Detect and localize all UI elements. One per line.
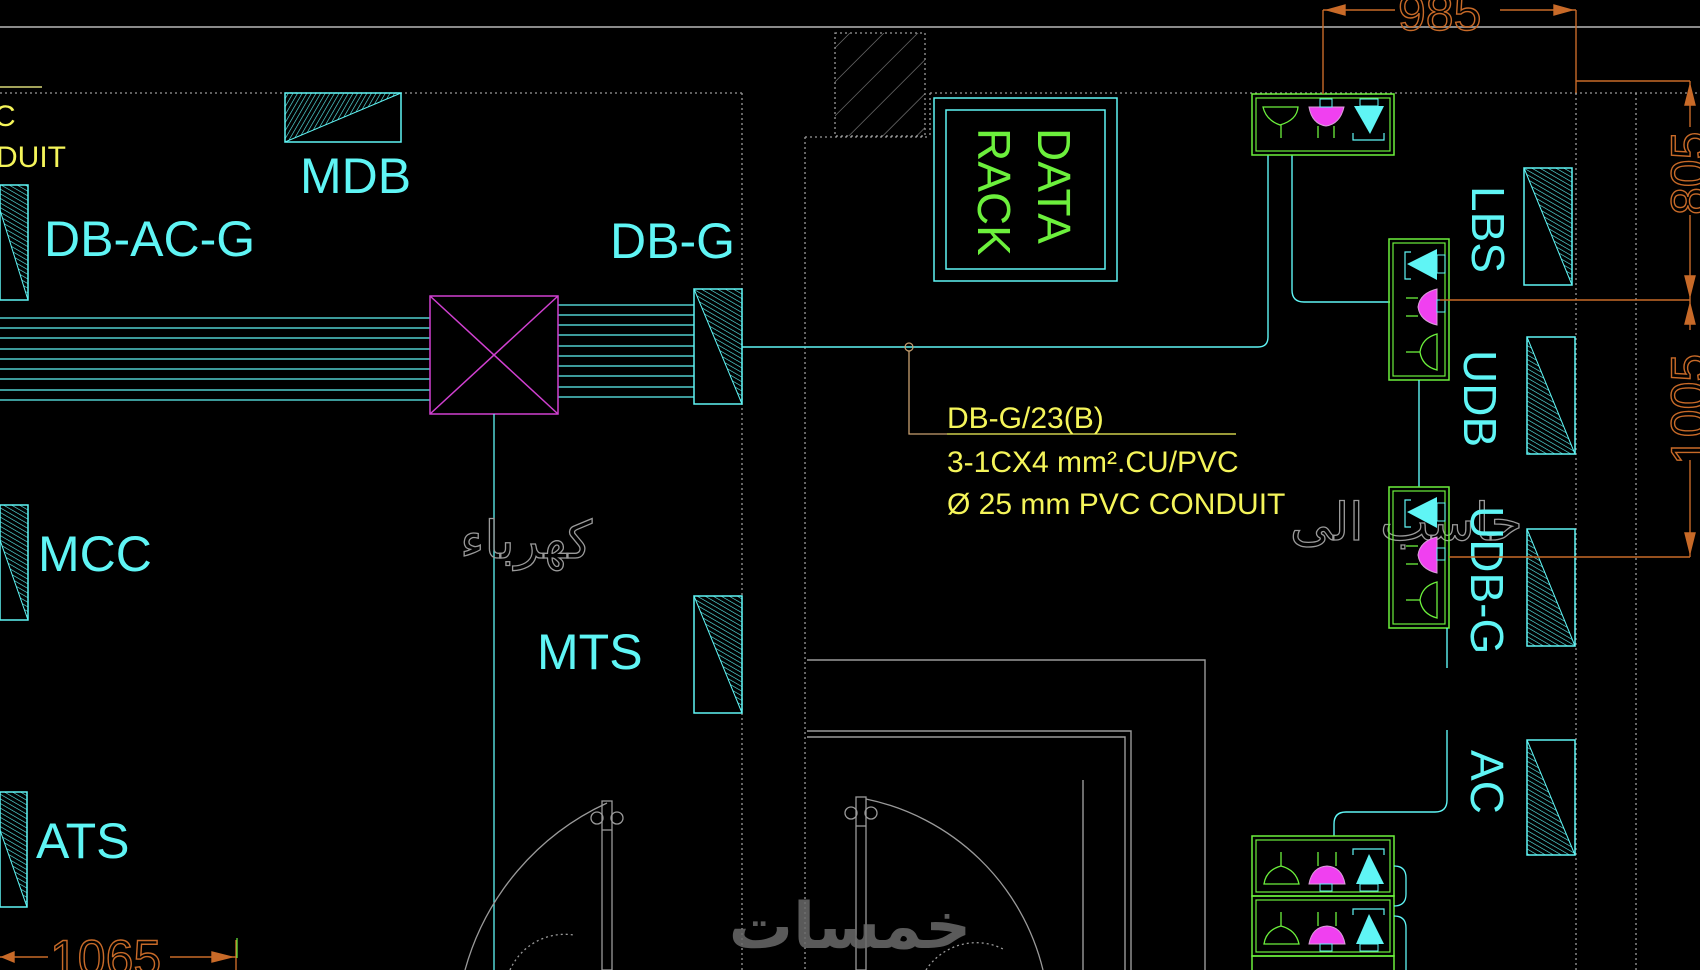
data-rack-symbol[interactable] (933, 97, 1118, 282)
fixture-group-bottom-1[interactable] (1251, 835, 1395, 897)
udb-g-panel-symbol[interactable] (1526, 528, 1576, 647)
udb-panel-symbol[interactable] (1526, 336, 1576, 455)
room-label-electrical: كهرباء (460, 511, 592, 571)
door-swing-right (844, 796, 1044, 970)
ac-label: AC (1461, 750, 1513, 814)
dimension-top-label: 985 (1398, 0, 1481, 41)
mcc-label: MCC (38, 526, 152, 582)
fixture-group-bottom-3[interactable] (1251, 955, 1395, 970)
dimension-top (1322, 4, 1577, 94)
emergency-light-icon (1406, 288, 1446, 326)
mts-label: MTS (537, 624, 643, 680)
annotation-leader (908, 351, 947, 435)
ac-panel-symbol[interactable] (1526, 739, 1576, 856)
emergency-light-icon (1308, 912, 1346, 952)
feeder-cables-right (558, 304, 694, 398)
data-rack-label-line2: RACK (968, 128, 1020, 256)
watermark-logo: خمسات (729, 890, 972, 964)
exit-sign-icon (1352, 848, 1385, 892)
dimension-right-lower-gap (1682, 330, 1700, 460)
circuit-note-line1: DB-G/23(B) (947, 402, 1104, 435)
exit-sign-icon (1352, 908, 1385, 952)
udb-label: UDB (1454, 350, 1506, 447)
lbs-panel-symbol[interactable] (1523, 167, 1573, 286)
fixture-group-lbs-udb[interactable] (1388, 238, 1450, 381)
fixture-group-udb-g[interactable] (1388, 486, 1450, 629)
emergency-light-icon (1308, 98, 1345, 138)
circuit-note-line3: Ø 25 mm PVC CONDUIT (947, 488, 1285, 521)
mdb-label: MDB (300, 148, 411, 204)
ats-label: ATS (36, 813, 130, 869)
data-rack-label-line1: DATA (1028, 128, 1080, 244)
dimension-right-upper-gap (1682, 127, 1700, 215)
mdb-panel-symbol[interactable] (284, 92, 402, 143)
exit-sign-icon (1352, 98, 1385, 141)
exit-sign-icon (1404, 497, 1446, 528)
architecture-lines (807, 659, 1206, 970)
pendant-light-icon (1406, 333, 1438, 371)
emergency-light-icon (1308, 852, 1346, 892)
pendant-light-icon (1263, 852, 1300, 885)
dimension-right-lower-label: 1005 (1661, 354, 1700, 465)
clipped-note-line1: C (0, 100, 16, 133)
pendant-light-icon (1263, 912, 1300, 945)
fixture-group-top[interactable] (1251, 93, 1395, 156)
structural-column (834, 32, 926, 137)
dimension-bottom-left-label: 1065 (50, 930, 161, 970)
dimension-right-upper-label: 805 (1661, 132, 1700, 215)
db-ac-g-label: DB-AC-G (44, 211, 255, 267)
ats-panel-symbol[interactable] (0, 791, 28, 908)
mcc-panel-symbol[interactable] (0, 504, 29, 621)
pendant-light-icon (1406, 581, 1438, 619)
udb-g-label: UDB-G (1461, 506, 1513, 654)
dimension-bottom-left (0, 940, 237, 970)
room-label-computer: حاسب الى (1290, 493, 1523, 553)
circuit-cable-db-g-23 (742, 155, 1269, 348)
db-g-label: DB-G (610, 213, 735, 269)
door-swing-left (464, 800, 624, 970)
cable-loop (1393, 865, 1407, 970)
circuit-note-line2: 3-1CX4 mm².CU/PVC (947, 446, 1239, 479)
emergency-light-icon (1406, 536, 1446, 574)
pendant-light-icon (1262, 106, 1299, 138)
mts-panel-symbol[interactable] (693, 595, 743, 714)
db-g-panel-symbol[interactable] (693, 288, 743, 405)
dimension-right (1440, 80, 1696, 558)
fixture-group-bottom-2[interactable] (1251, 895, 1395, 957)
pull-box-junction[interactable] (429, 295, 559, 415)
clipped-note-line2: DUIT (0, 141, 66, 174)
exit-sign-icon (1404, 249, 1446, 280)
feeder-cables-left (0, 317, 430, 401)
circuit-cable-branch (1291, 155, 1390, 303)
cable-link-down (1333, 628, 1448, 836)
db-ac-g-panel-symbol[interactable] (0, 184, 29, 301)
lbs-label: LBS (1462, 186, 1514, 273)
